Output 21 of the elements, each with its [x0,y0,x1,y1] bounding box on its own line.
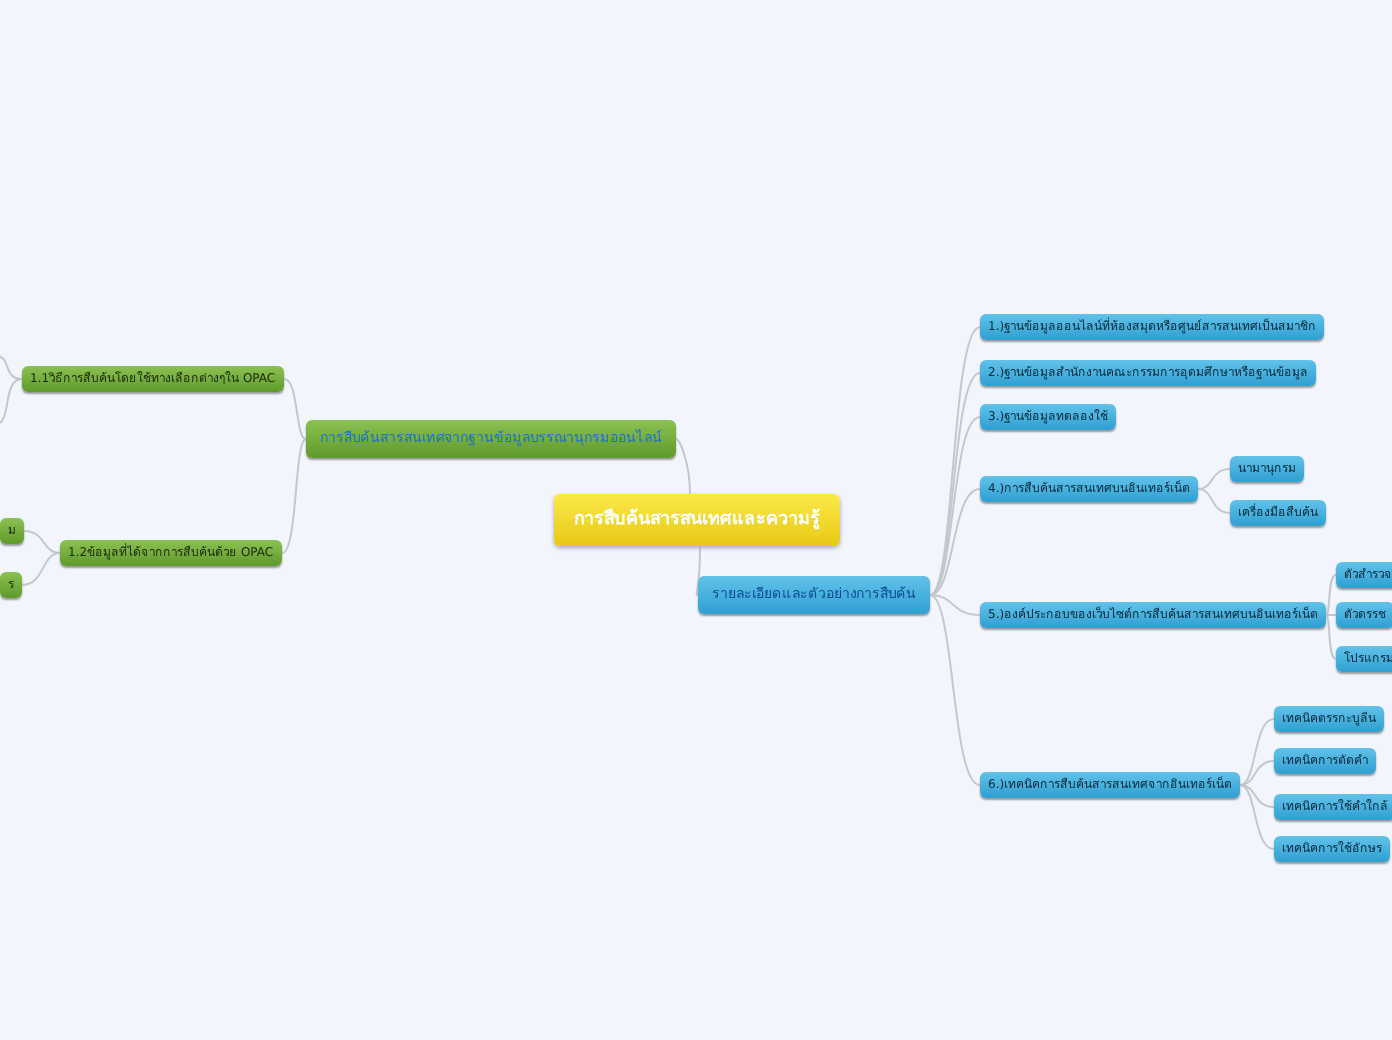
connector-line [1325,574,1337,616]
connector-line [1197,468,1231,490]
connector-line [1325,614,1337,660]
connector-line [0,355,23,380]
central-topic-box: การสืบค้นสารสนเทศและความรู้ [554,494,840,546]
connector-line [929,594,981,616]
connector-line [929,488,981,596]
connector-line [281,438,307,554]
connector-line [1239,760,1275,786]
connector-line [929,326,981,596]
connector-line [675,438,691,495]
connector-line [0,378,23,425]
connector-line [1239,718,1275,786]
connector-line [1239,784,1275,850]
connector-line [929,594,981,786]
connector-line [1239,784,1275,808]
connector-line [695,545,701,596]
connector-line [1197,488,1231,514]
connector-line [283,378,307,440]
connector-line [929,372,981,596]
connector-line [23,530,61,554]
